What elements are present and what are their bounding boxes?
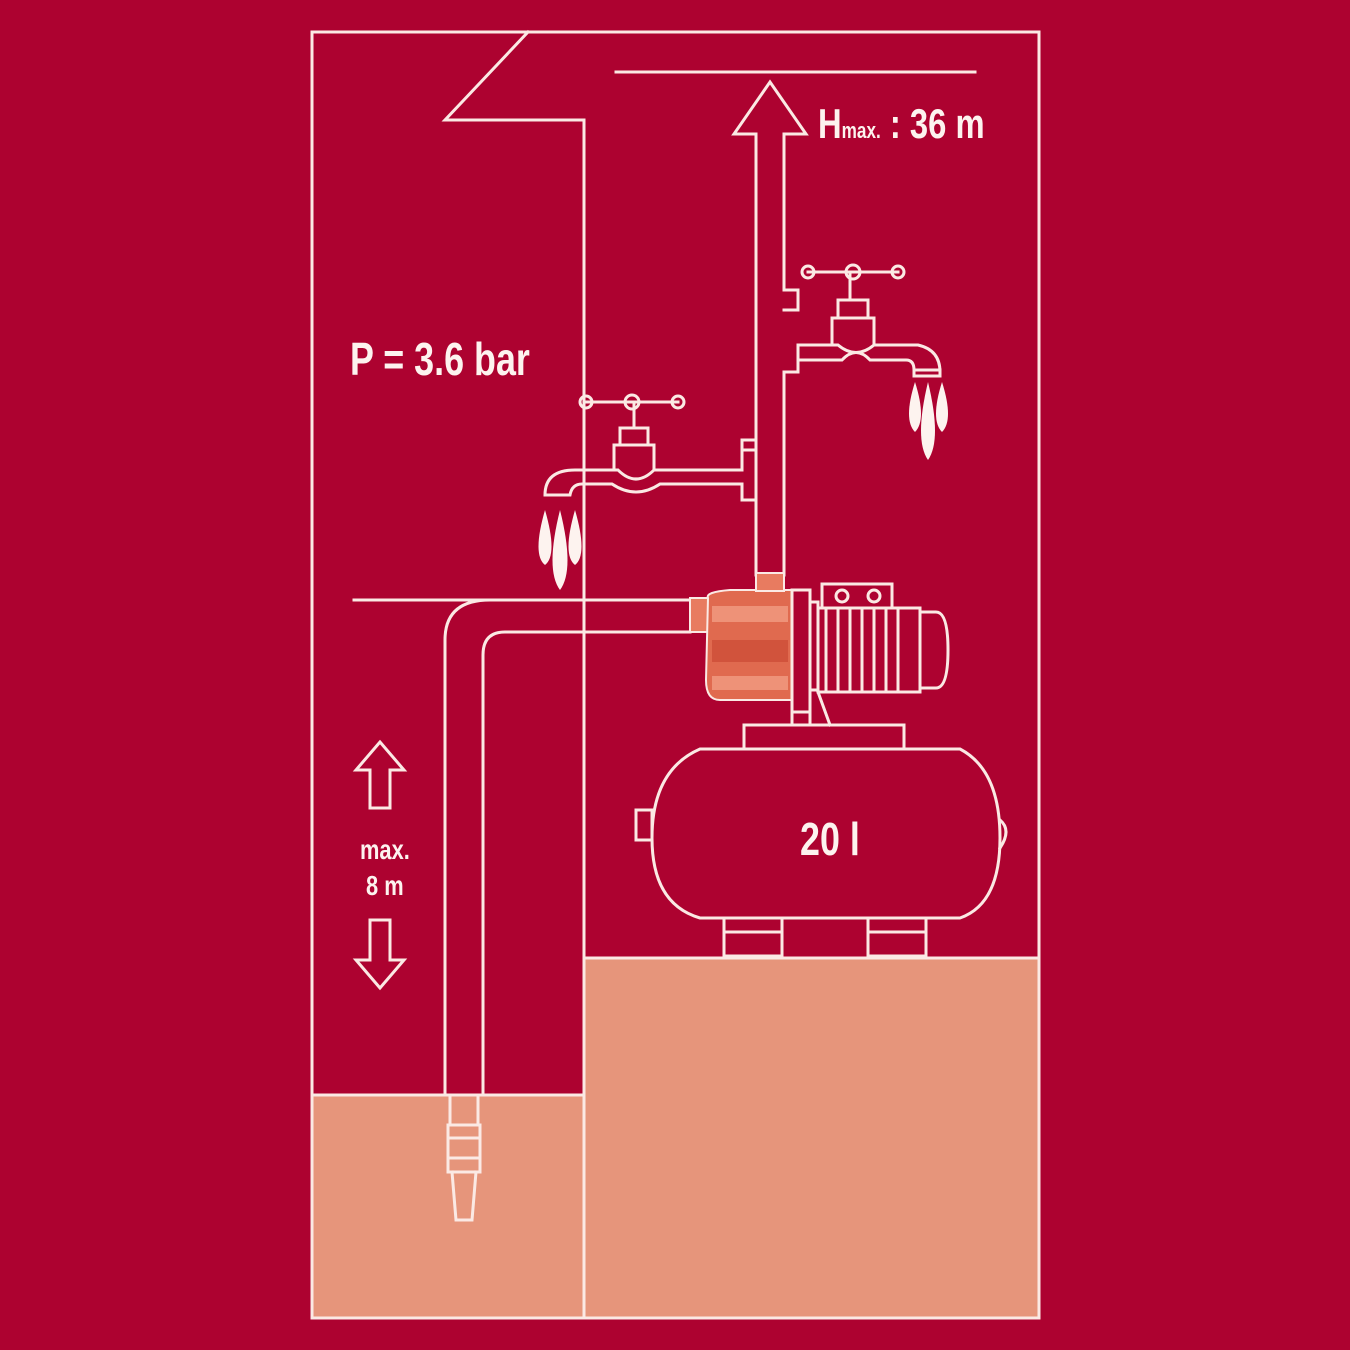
ground-block: [584, 958, 1039, 1318]
lower-water-drops-icon: [538, 510, 582, 590]
lower-tap-icon: [543, 393, 758, 502]
suction-max-label: max.: [360, 834, 410, 865]
arrow-up-icon: [352, 739, 408, 810]
hmax-prefix: H: [818, 100, 842, 147]
suction-height-label: 8 m: [366, 870, 404, 901]
delivery-pipe-arrow-icon: [731, 79, 809, 577]
pump-icon: [689, 572, 950, 727]
suction-pipe: [443, 598, 692, 1222]
hmax-value: : 36 m: [889, 100, 985, 147]
hmax-subscript: max.: [841, 118, 881, 143]
house-wall: [441, 29, 586, 1320]
hmax-label: Hmax. : 36 m: [818, 100, 985, 148]
upper-tap-icon: [782, 263, 942, 378]
pressure-label: P = 3.6 bar: [350, 333, 530, 385]
arrow-down-icon: [352, 918, 408, 991]
upper-water-drops-icon: [909, 382, 948, 460]
tank-volume-label: 20 l: [800, 813, 860, 865]
frame: [310, 30, 1041, 1320]
tank-icon: [634, 723, 1008, 958]
